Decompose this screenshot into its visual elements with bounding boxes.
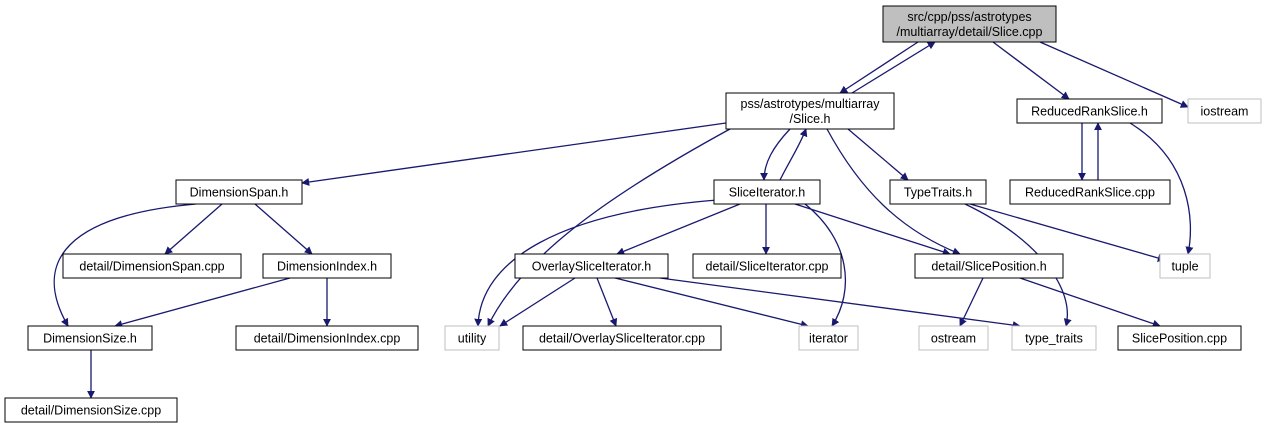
node-label: TypeTraits.h bbox=[904, 186, 972, 200]
node-label: ReducedRankSlice.h bbox=[1031, 105, 1148, 119]
node-box bbox=[889, 179, 987, 205]
edge-type-traits-h-to-tuple bbox=[969, 203, 1166, 262]
node-iterator: iterator bbox=[798, 325, 859, 351]
edge-slice-position-h-to-ostream bbox=[959, 277, 984, 327]
node-box bbox=[713, 179, 821, 205]
edge-dimension-index-h-to-dimension-size-h bbox=[114, 277, 291, 328]
node-box bbox=[1009, 179, 1171, 205]
node-root[interactable]: src/cpp/pss/astrotypes/multiarray/detail… bbox=[882, 5, 1057, 43]
node-type-traits: type_traits bbox=[1011, 325, 1097, 351]
edge-overlay-slice-iterator-h-to-overlay-slice-iterator-cpp bbox=[596, 277, 618, 327]
node-slice-position-cpp[interactable]: SlicePosition.cpp bbox=[1117, 325, 1242, 351]
node-reduced-rank-slice-h[interactable]: ReducedRankSlice.h bbox=[1016, 98, 1163, 124]
edge-slice-h-to-root bbox=[851, 41, 936, 94]
node-label: tuple bbox=[1171, 260, 1198, 274]
node-box bbox=[262, 253, 392, 279]
nodes-layer: src/cpp/pss/astrotypes/multiarray/detail… bbox=[4, 5, 1262, 423]
node-box bbox=[1159, 253, 1211, 279]
edge-overlay-slice-iterator-h-to-utility bbox=[499, 277, 576, 327]
edge-slice-h-to-dimension-span-h bbox=[301, 122, 727, 186]
edge-slice-h-to-utility bbox=[487, 128, 731, 327]
edges-layer bbox=[53, 41, 1194, 399]
edge-dimension-span-h-to-dimension-size-h bbox=[53, 203, 197, 327]
node-label: detail/SliceIterator.cpp bbox=[706, 260, 829, 274]
edge-slice-position-h-to-slice-position-cpp bbox=[1019, 277, 1161, 328]
node-label: iterator bbox=[809, 332, 848, 346]
node-box bbox=[1117, 325, 1242, 351]
edge-slice-iterator-h-to-slice-h bbox=[779, 128, 808, 181]
node-type-traits-h[interactable]: TypeTraits.h bbox=[889, 179, 987, 205]
node-label: utility bbox=[458, 332, 487, 346]
edge-root-to-slice-h bbox=[839, 41, 919, 94]
edge-slice-h-to-type-traits-h bbox=[847, 128, 909, 181]
edge-slice-h-to-slice-iterator-h bbox=[760, 128, 791, 181]
edge-slice-iterator-h-to-overlay-slice-iterator-h bbox=[616, 203, 741, 255]
node-label: detail/SlicePosition.h bbox=[931, 260, 1046, 274]
node-box bbox=[918, 325, 989, 351]
node-reduced-rank-slice-cpp[interactable]: ReducedRankSlice.cpp bbox=[1009, 179, 1171, 205]
node-box bbox=[1187, 98, 1262, 124]
edge-root-to-iostream bbox=[1039, 41, 1189, 108]
node-overlay-slice-iterator-h[interactable]: OverlaySliceIterator.h bbox=[514, 253, 669, 279]
node-tuple: tuple bbox=[1159, 253, 1211, 279]
node-label: iostream bbox=[1201, 105, 1249, 119]
node-label: SliceIterator.h bbox=[729, 186, 805, 200]
node-label: src/cpp/pss/astrotypes bbox=[907, 10, 1031, 24]
node-dimension-size-cpp[interactable]: detail/DimensionSize.cpp bbox=[4, 397, 178, 423]
node-label: detail/DimensionIndex.cpp bbox=[254, 332, 401, 346]
node-box bbox=[175, 179, 303, 205]
node-label: DimensionSize.h bbox=[43, 332, 137, 346]
node-box bbox=[514, 253, 669, 279]
edge-slice-iterator-h-to-iterator bbox=[804, 203, 847, 327]
node-label: /Slice.h bbox=[790, 112, 831, 126]
node-label: ReducedRankSlice.cpp bbox=[1025, 186, 1155, 200]
node-box bbox=[4, 397, 178, 423]
node-box bbox=[62, 253, 242, 279]
node-box bbox=[522, 325, 722, 351]
node-label: DimensionIndex.h bbox=[277, 260, 377, 274]
edge-slice-iterator-h-to-slice-position-h bbox=[794, 203, 951, 256]
node-label: SlicePosition.cpp bbox=[1132, 332, 1227, 346]
node-label: OverlaySliceIterator.h bbox=[532, 260, 652, 274]
node-box bbox=[798, 325, 859, 351]
node-label: detail/DimensionSize.cpp bbox=[21, 404, 161, 418]
node-label: type_traits bbox=[1025, 332, 1083, 346]
node-box bbox=[882, 5, 1057, 43]
node-utility: utility bbox=[444, 325, 500, 351]
edge-reduced-rank-slice-h-to-tuple bbox=[1129, 122, 1194, 255]
node-slice-iterator-h[interactable]: SliceIterator.h bbox=[713, 179, 821, 205]
node-dimension-span-cpp[interactable]: detail/DimensionSpan.cpp bbox=[62, 253, 242, 279]
node-box bbox=[1011, 325, 1097, 351]
node-label: detail/OverlaySliceIterator.cpp bbox=[539, 332, 705, 346]
node-label: pss/astrotypes/multiarray bbox=[741, 97, 881, 111]
node-dimension-index-h[interactable]: DimensionIndex.h bbox=[262, 253, 392, 279]
node-slice-iterator-cpp[interactable]: detail/SliceIterator.cpp bbox=[692, 253, 842, 279]
node-box bbox=[692, 253, 842, 279]
node-box bbox=[444, 325, 500, 351]
node-iostream: iostream bbox=[1187, 98, 1262, 124]
node-box bbox=[1016, 98, 1163, 124]
node-box bbox=[235, 325, 419, 351]
edge-overlay-slice-iterator-h-to-iterator bbox=[614, 277, 809, 329]
node-label: /multiarray/detail/Slice.cpp bbox=[897, 25, 1043, 39]
node-box bbox=[725, 92, 895, 130]
node-slice-h[interactable]: pss/astrotypes/multiarray/Slice.h bbox=[725, 92, 895, 130]
node-overlay-slice-iterator-cpp[interactable]: detail/OverlaySliceIterator.cpp bbox=[522, 325, 722, 351]
edge-dimension-span-h-to-dimension-index-h bbox=[254, 203, 313, 255]
node-label: DimensionSpan.h bbox=[190, 186, 289, 200]
node-dimension-index-cpp[interactable]: detail/DimensionIndex.cpp bbox=[235, 325, 419, 351]
edge-slice-iterator-h-to-utility bbox=[474, 199, 719, 327]
node-label: detail/DimensionSpan.cpp bbox=[79, 260, 224, 274]
node-label: ostream bbox=[931, 332, 976, 346]
node-box bbox=[27, 325, 153, 351]
edge-slice-h-to-slice-position-h bbox=[826, 128, 961, 256]
node-box bbox=[914, 253, 1064, 279]
node-ostream: ostream bbox=[918, 325, 989, 351]
edge-dimension-span-h-to-dimension-span-cpp bbox=[164, 203, 223, 255]
edge-root-to-reduced-rank-slice-h bbox=[992, 41, 1070, 100]
node-dimension-span-h[interactable]: DimensionSpan.h bbox=[175, 179, 303, 205]
node-slice-position-h[interactable]: detail/SlicePosition.h bbox=[914, 253, 1064, 279]
node-dimension-size-h[interactable]: DimensionSize.h bbox=[27, 325, 153, 351]
